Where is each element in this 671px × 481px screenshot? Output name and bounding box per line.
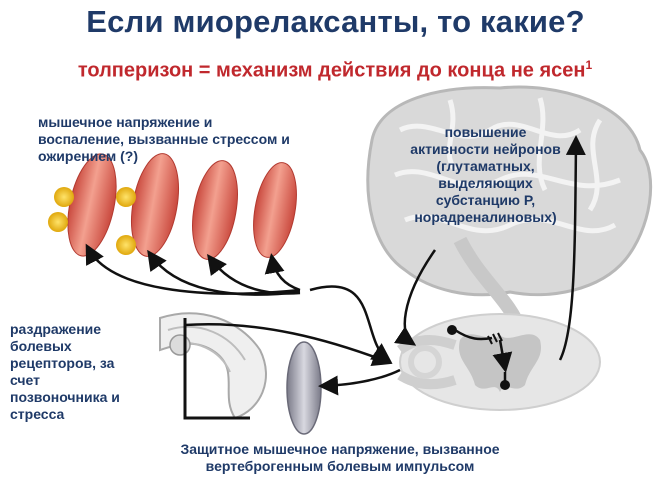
subtitle: толперизон = механизм действия до конца … xyxy=(20,52,650,84)
muscle xyxy=(192,160,238,260)
muscle xyxy=(253,162,297,258)
inflammation-dot xyxy=(116,235,136,255)
pathway-to-muscle-1 xyxy=(85,243,301,295)
label-line: болевых xyxy=(10,338,72,354)
label-line: вертеброгенным болевым импульсом xyxy=(205,458,475,474)
label-line: Защитное мышечное напряжение, вызванное xyxy=(180,441,500,457)
label-line: рецепторов, за xyxy=(10,355,115,371)
label-line: мышечное напряжение и xyxy=(38,114,213,130)
label-line: ожирением (?) xyxy=(38,148,139,164)
inflammation-dot xyxy=(116,187,136,207)
vertebra-illustration xyxy=(159,312,267,420)
inflammation-dot xyxy=(48,212,68,232)
protective-tension-label: Защитное мышечное напряжение, вызванное … xyxy=(90,441,590,475)
label-line: выделяющих xyxy=(438,175,533,191)
stressed-muscles xyxy=(67,153,297,260)
subtitle-text: толперизон = механизм действия до конца … xyxy=(77,59,586,82)
pathway-to-brain xyxy=(558,135,586,361)
pain-receptor-label: раздражение болевых рецепторов, за счет … xyxy=(10,321,165,423)
pathway-brain-to-spine xyxy=(393,249,437,346)
label-line: норадреналиновых) xyxy=(414,209,557,225)
neuron-activity-label: повышение активности нейронов (глутаматн… xyxy=(378,124,593,226)
label-line: субстанцию Р, xyxy=(435,192,536,208)
stress-inflammation-label: мышечное напряжение и воспаление, вызван… xyxy=(38,114,368,165)
pathway-to-muscle-4 xyxy=(264,253,301,292)
page-title: Если миорелаксанты, то какие? xyxy=(86,4,585,39)
label-line: (глутаматных, xyxy=(436,158,535,174)
label-line: счет xyxy=(10,372,41,388)
spinal-cord-illustration xyxy=(397,313,601,411)
inflammation-dots xyxy=(48,187,136,255)
label-line: воспаление, вызванные стрессом и xyxy=(38,131,290,147)
label-line: раздражение xyxy=(10,321,102,337)
pathway-to-protective-muscle xyxy=(318,368,401,396)
subtitle-footnote-mark: 1 xyxy=(585,58,593,72)
synapse-marks xyxy=(447,325,510,390)
label-line: позвоночника и xyxy=(10,389,120,405)
pathway-from-spine xyxy=(184,323,393,367)
label-line: активности нейронов xyxy=(410,141,561,157)
label-line: повышение xyxy=(444,124,527,140)
protective-muscle xyxy=(286,341,322,435)
pathway-to-muscle-3 xyxy=(207,253,301,295)
label-line: стресса xyxy=(10,406,65,422)
inflammation-dot xyxy=(54,187,74,207)
